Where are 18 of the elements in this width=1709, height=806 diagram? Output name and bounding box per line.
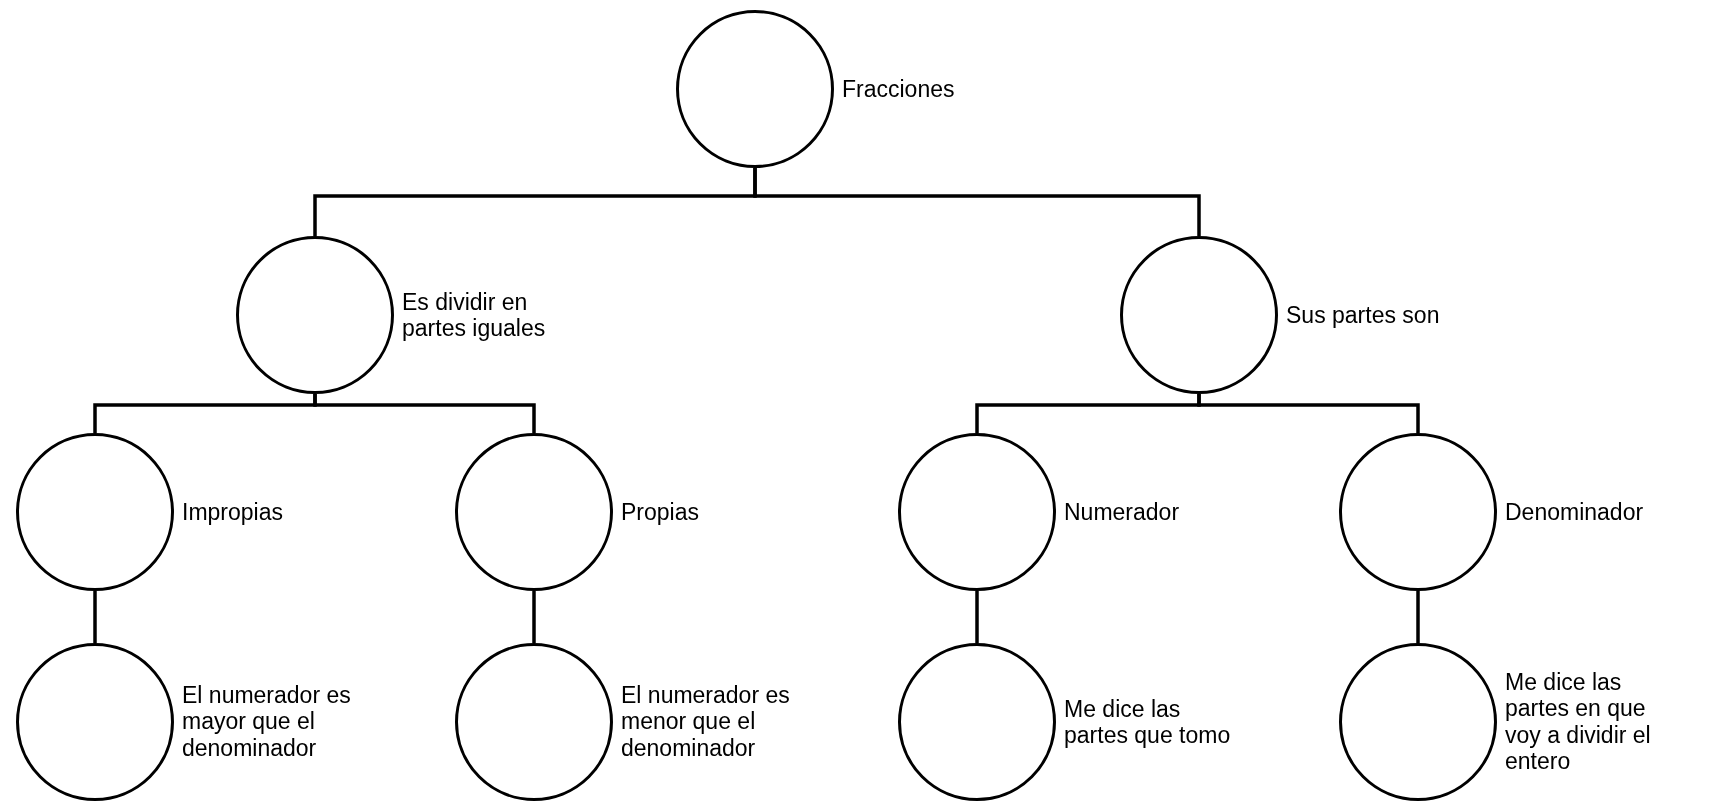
- node-label: Propias: [621, 498, 700, 526]
- node-label: Me dice las partes que tomo: [1064, 695, 1232, 749]
- node-label: El numerador es mayor que el denominador: [182, 682, 352, 762]
- connector-line: [313, 394, 536, 433]
- connector-line: [975, 591, 979, 643]
- connector-line: [1416, 591, 1420, 643]
- connector-line: [1197, 394, 1420, 433]
- connector-line: [93, 591, 97, 643]
- node-label: Fracciones: [842, 75, 956, 103]
- node-label: Impropias: [182, 498, 284, 526]
- node-label: Denominador: [1505, 498, 1645, 526]
- node-label: Sus partes son: [1286, 301, 1441, 329]
- node-label: Me dice las partes en que voy a dividir el entero: [1505, 669, 1652, 775]
- node-label: Numerador: [1064, 498, 1181, 526]
- node-label: Es dividir en partes iguales: [402, 288, 547, 342]
- connector-line: [532, 591, 536, 643]
- connector-line: [753, 168, 1201, 236]
- node-label: El numerador es menor que el denominador: [621, 682, 791, 762]
